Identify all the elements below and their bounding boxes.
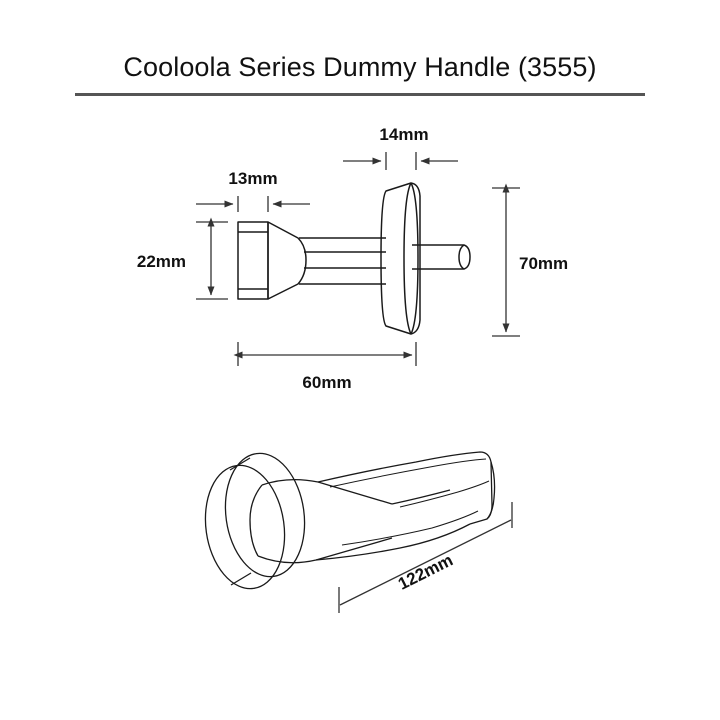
dim-22mm-label: 22mm <box>137 252 186 271</box>
isometric-lever-drawing <box>204 451 496 590</box>
dim-70mm <box>492 183 520 337</box>
dim-14mm-label: 14mm <box>379 125 428 144</box>
dim-70mm-label: 70mm <box>519 254 568 273</box>
title-divider <box>75 93 645 96</box>
lever-neck <box>249 478 393 564</box>
dim-22mm <box>196 217 228 300</box>
dim-60mm-label: 60mm <box>302 373 351 392</box>
knob-end-block <box>237 221 269 300</box>
lever-tip <box>486 461 496 520</box>
knob-taper <box>267 221 307 300</box>
dim-60mm <box>233 342 417 366</box>
dim-122mm-label: 122mm <box>395 551 456 594</box>
side-elevation-knob-drawing <box>237 182 471 335</box>
rose-disc <box>380 182 421 335</box>
dim-122mm <box>338 502 513 613</box>
dim-13mm <box>196 196 310 212</box>
lever-rose-front <box>224 452 306 586</box>
dim-13mm-label: 13mm <box>228 169 277 188</box>
page-title: Cooloola Series Dummy Handle (3555) <box>123 52 597 82</box>
dim-14mm <box>343 152 458 170</box>
spindle-stub <box>412 244 471 270</box>
lever-rose-back <box>204 464 286 590</box>
handle-shank <box>299 237 386 285</box>
lever-edge-lines <box>329 458 490 546</box>
